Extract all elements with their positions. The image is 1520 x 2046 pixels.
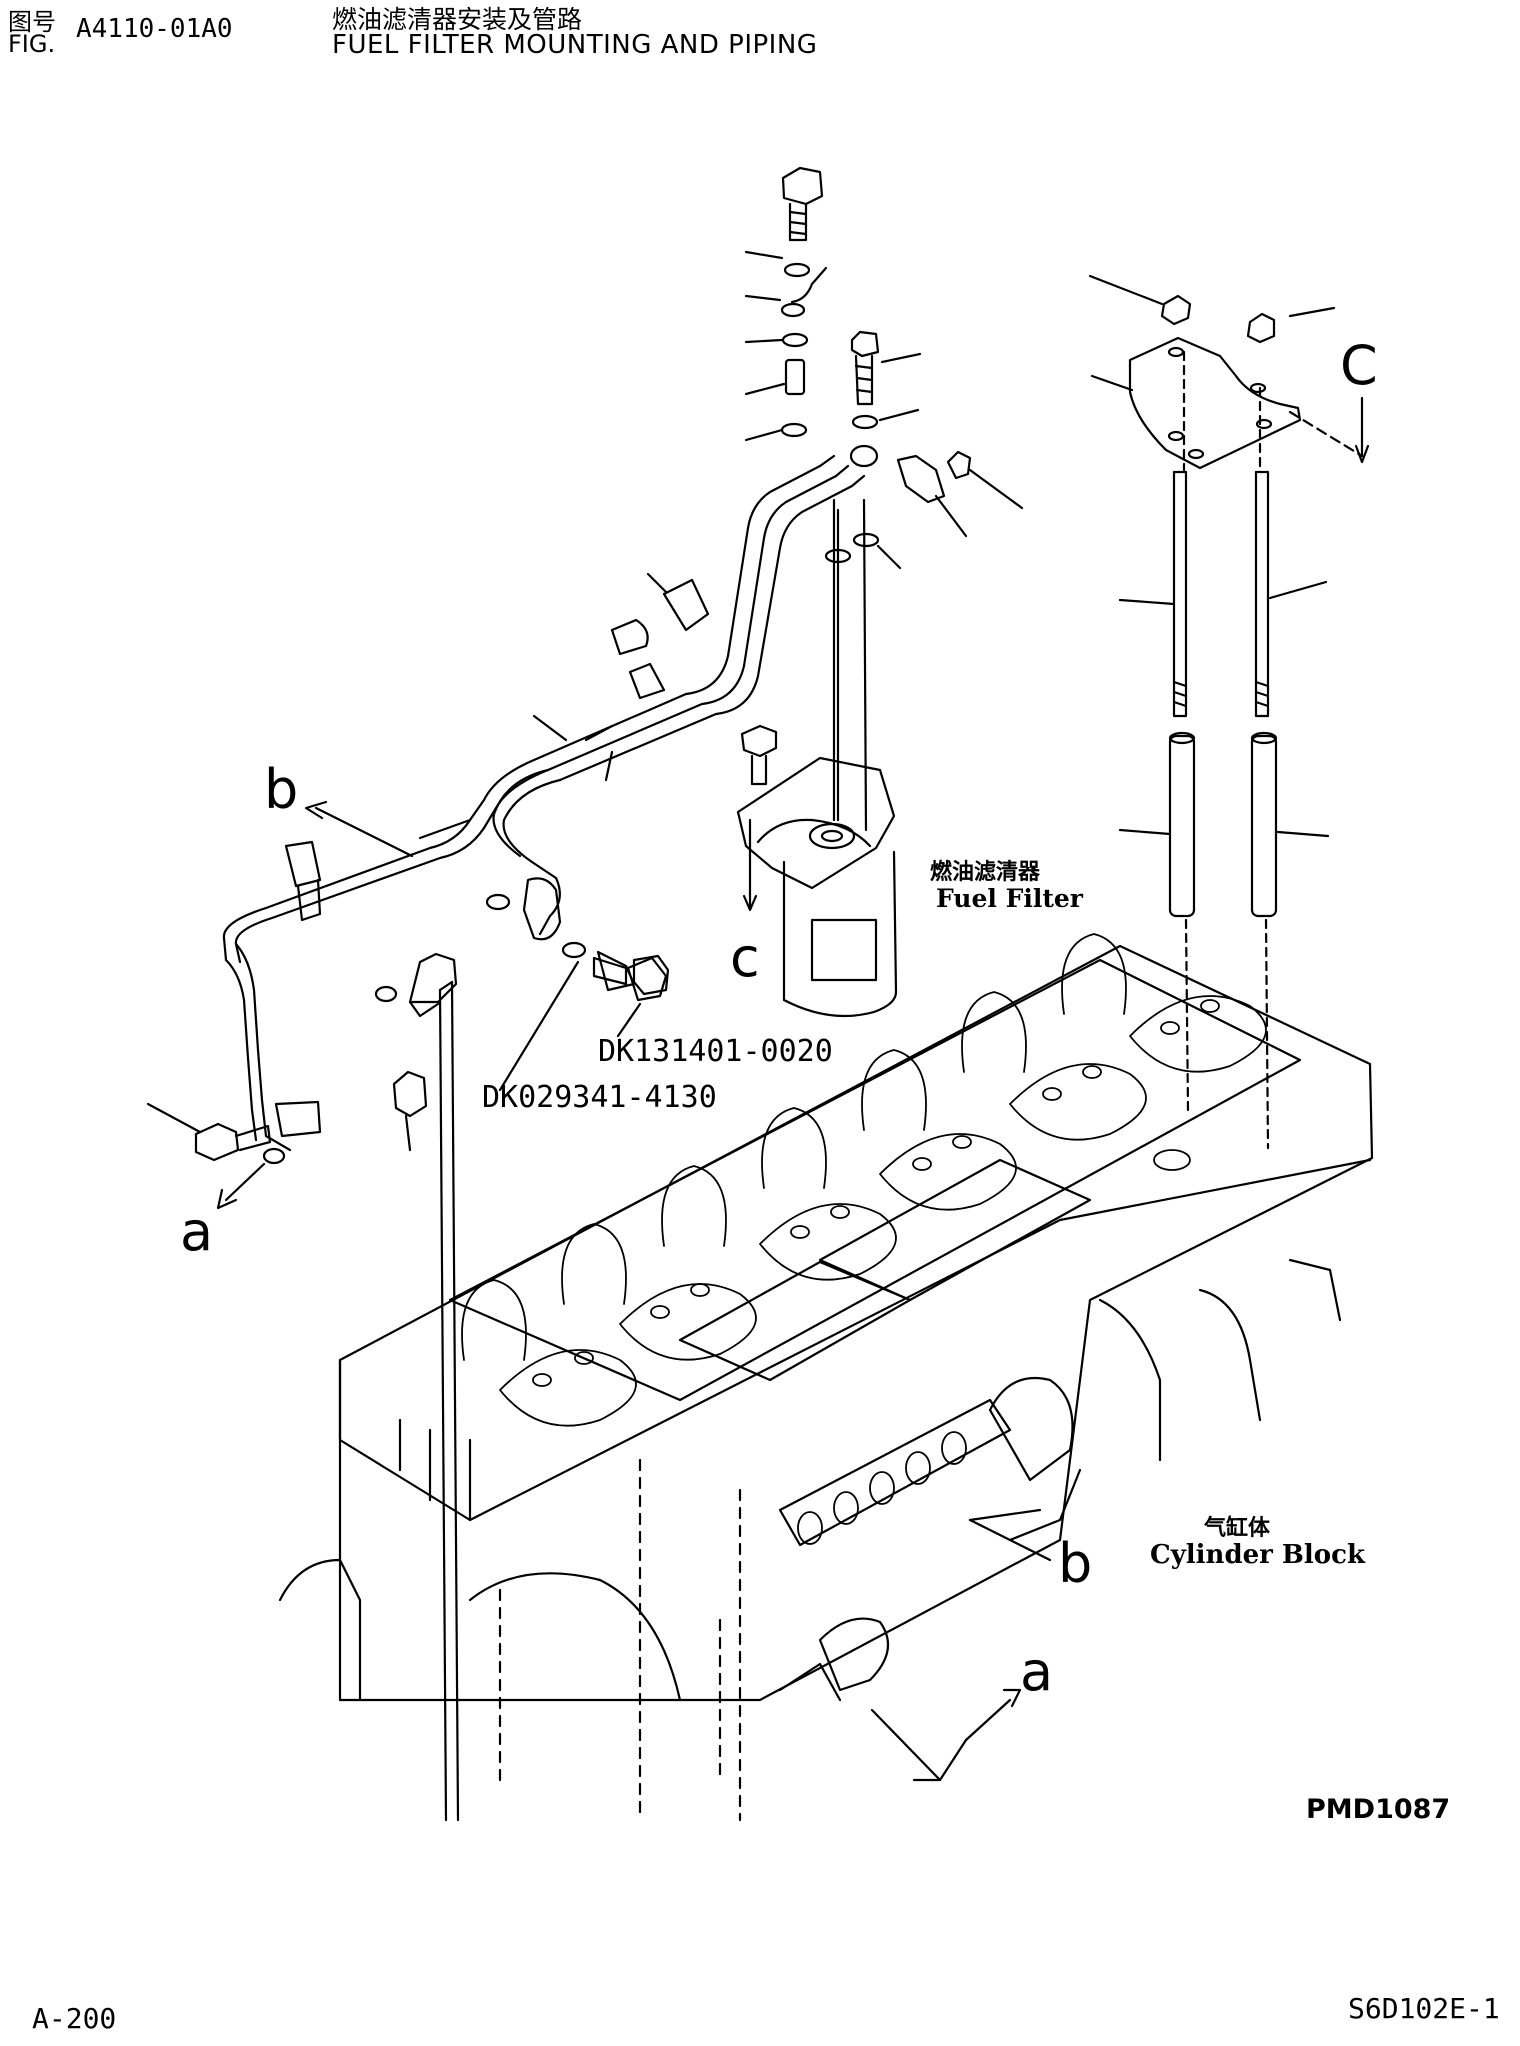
model-code: S6D102E-1 bbox=[1348, 1992, 1500, 2025]
callout-b-block: b bbox=[1058, 1532, 1093, 1595]
drawing-code: PMD1087 bbox=[1306, 1794, 1451, 1825]
cylinder-block-label-cn: 气缸体 bbox=[1204, 1515, 1271, 1541]
fuel-filter bbox=[736, 498, 898, 1018]
fig-label-cn: 图号 bbox=[8, 8, 56, 36]
part-number-bolt: DK131401-0020 bbox=[598, 1034, 833, 1069]
page-number: A-200 bbox=[32, 2002, 117, 2035]
fig-label-en: FIG. bbox=[8, 30, 56, 58]
left-hardware bbox=[146, 714, 668, 1165]
part-number-washer: DK029341-4130 bbox=[482, 1080, 717, 1115]
callout-c-bracket: C bbox=[1340, 334, 1378, 397]
callout-b-top: b bbox=[264, 758, 299, 821]
banjo-bolt-stack bbox=[744, 166, 1024, 570]
cylinder-block bbox=[278, 933, 1374, 1822]
callout-c-filter: c bbox=[730, 926, 760, 989]
filter-bracket bbox=[1088, 274, 1370, 1150]
fuel-pipes bbox=[222, 454, 866, 1152]
callout-a-bottom: a bbox=[1020, 1640, 1054, 1703]
fig-number: A4110-01A0 bbox=[76, 14, 233, 44]
title-en: FUEL FILTER MOUNTING AND PIPING bbox=[332, 30, 818, 60]
fuel-filter-label-en: Fuel Filter bbox=[936, 884, 1083, 913]
title-cn: 燃油滤清器安装及管路 bbox=[332, 5, 583, 34]
callout-a-left: a bbox=[180, 1200, 214, 1263]
leader-lines bbox=[216, 800, 1052, 1822]
fuel-filter-label-cn: 燃油滤清器 bbox=[930, 859, 1041, 885]
cylinder-block-label-en: Cylinder Block bbox=[1150, 1540, 1365, 1570]
bolt-dk131401 bbox=[498, 954, 670, 1092]
